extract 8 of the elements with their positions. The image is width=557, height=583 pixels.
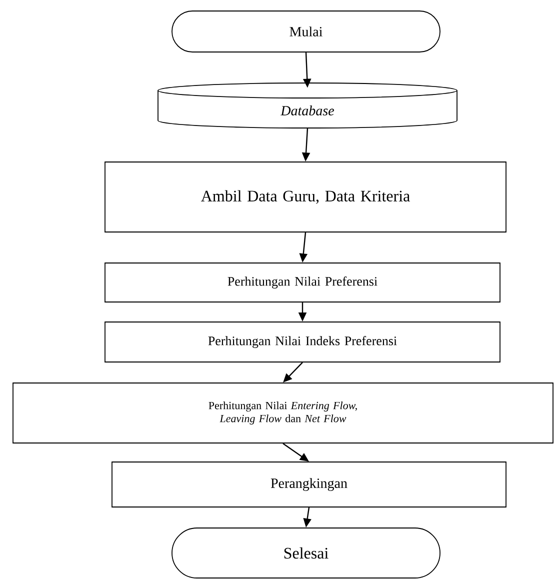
process-box: Perhitungan Nilai Preferensi <box>104 262 500 302</box>
process-box: Perhitungan Nilai Entering Flow, Leaving Flow dan Net Flow <box>12 382 554 444</box>
process-box: Perangkingan <box>112 462 506 508</box>
process-box: Ambil Data Guru, Data Kriteria <box>104 162 506 232</box>
node-label: Database <box>280 106 334 116</box>
database-cylinder: Database <box>158 82 458 128</box>
arrow <box>283 362 303 382</box>
process-box: Perhitungan Nilai Indeks Preferensi <box>104 322 500 362</box>
